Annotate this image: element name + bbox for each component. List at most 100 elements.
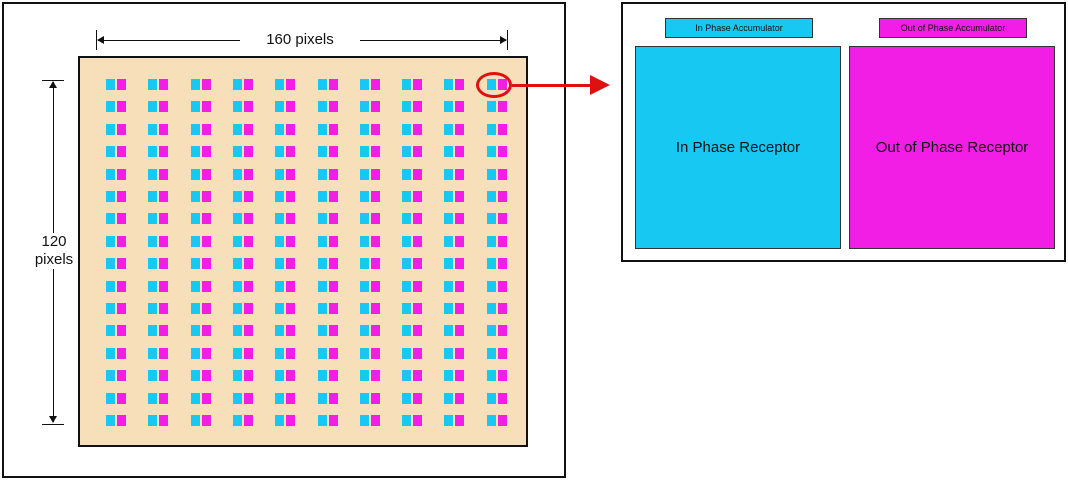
sensor-pixel (232, 123, 253, 135)
sensor-pixel (232, 347, 253, 359)
sensor-pixel (402, 258, 423, 270)
in-phase-receptor-cell (148, 213, 158, 225)
sensor-pixel (359, 280, 380, 292)
out-of-phase-receptor-cell (201, 415, 211, 426)
sensor-pixel (444, 370, 465, 382)
in-phase-receptor-cell (190, 303, 200, 314)
out-of-phase-receptor-cell (243, 370, 253, 382)
sensor-pixel (106, 191, 126, 202)
in-phase-receptor-cell (359, 370, 369, 382)
out-of-phase-receptor-cell (455, 123, 465, 135)
in-phase-receptor-cell (317, 258, 327, 270)
in-phase-receptor-cell (106, 213, 115, 225)
in-phase-receptor-cell (148, 191, 158, 202)
out-of-phase-receptor-cell (243, 325, 253, 337)
in-phase-receptor-cell (106, 258, 115, 270)
sensor-pixel (275, 370, 296, 382)
in-phase-receptor-cell (190, 370, 200, 382)
out-of-phase-receptor-cell (328, 325, 338, 337)
in-phase-receptor-cell (359, 347, 369, 359)
zoom-arrow-head (590, 75, 610, 95)
sensor-pixel (317, 325, 338, 337)
in-phase-receptor-cell (402, 415, 412, 426)
out-of-phase-receptor-cell (201, 191, 211, 202)
in-phase-receptor-cell (148, 123, 158, 135)
out-of-phase-receptor-cell (497, 191, 507, 202)
out-of-phase-receptor-cell (286, 213, 296, 225)
sensor-pixel (106, 303, 126, 314)
in-phase-receptor-cell (317, 415, 327, 426)
out-of-phase-receptor-cell (243, 303, 253, 314)
in-phase-receptor-cell (275, 191, 285, 202)
out-of-phase-receptor-cell (159, 392, 169, 404)
out-of-phase-receptor-cell (117, 303, 126, 314)
out-of-phase-receptor-cell (201, 280, 211, 292)
sensor-pixel (486, 303, 507, 314)
out-of-phase-receptor-cell (413, 347, 423, 359)
sensor-pixel (402, 191, 423, 202)
sensor-pixel (486, 213, 507, 225)
in-phase-accumulator-label: In Phase Accumulator (665, 18, 813, 38)
out-of-phase-receptor-cell (370, 101, 380, 113)
out-of-phase-receptor-cell (497, 123, 507, 135)
in-phase-receptor-cell (106, 392, 115, 404)
in-phase-receptor-cell (275, 370, 285, 382)
sensor-pixel (402, 370, 423, 382)
in-phase-receptor-cell (275, 392, 285, 404)
sensor-pixel (275, 325, 296, 337)
sensor-pixel (232, 303, 253, 314)
in-phase-receptor-cell (317, 191, 327, 202)
in-phase-receptor-cell (275, 347, 285, 359)
sensor-pixel (486, 168, 507, 180)
sensor-pixel (359, 79, 380, 90)
out-of-phase-receptor-cell (201, 370, 211, 382)
out-of-phase-receptor-cell (370, 415, 380, 426)
in-phase-receptor-cell (402, 191, 412, 202)
sensor-pixel (275, 168, 296, 180)
in-phase-receptor-cell (106, 303, 115, 314)
sensor-pixel (148, 146, 169, 158)
sensor-pixel (317, 303, 338, 314)
sensor-pixel (402, 168, 423, 180)
in-phase-receptor-cell (106, 235, 115, 247)
in-phase-receptor-cell (275, 168, 285, 180)
out-of-phase-receptor-cell (159, 415, 169, 426)
sensor-pixel (232, 370, 253, 382)
out-of-phase-receptor-cell (413, 392, 423, 404)
width-dimension-tick-left (96, 30, 97, 50)
sensor-pixel (359, 123, 380, 135)
in-phase-receptor-cell (444, 79, 454, 90)
in-phase-receptor-cell (148, 280, 158, 292)
out-of-phase-receptor-cell (413, 303, 423, 314)
in-phase-receptor-cell (444, 101, 454, 113)
in-phase-receptor-cell (190, 392, 200, 404)
in-phase-receptor-cell (486, 101, 496, 113)
sensor-pixel (402, 213, 423, 225)
out-of-phase-receptor-cell (497, 370, 507, 382)
in-phase-receptor-cell (402, 79, 412, 90)
in-phase-receptor-cell (232, 213, 242, 225)
sensor-pixel (444, 101, 465, 113)
out-of-phase-receptor-cell (370, 258, 380, 270)
sensor-pixel (486, 392, 507, 404)
sensor-pixel (402, 123, 423, 135)
in-phase-receptor-cell (148, 370, 158, 382)
out-of-phase-receptor-cell (159, 280, 169, 292)
in-phase-receptor-cell (106, 191, 115, 202)
out-of-phase-receptor-cell (159, 191, 169, 202)
sensor-pixel (190, 235, 211, 247)
in-phase-receptor-cell (317, 123, 327, 135)
sensor-pixel (106, 79, 126, 90)
sensor-pixel (359, 392, 380, 404)
sensor-pixel (190, 101, 211, 113)
in-phase-receptor-cell (232, 303, 242, 314)
sensor-pixel (317, 392, 338, 404)
sensor-pixel (486, 191, 507, 202)
in-phase-receptor-cell (275, 303, 285, 314)
out-of-phase-receptor-cell (117, 146, 126, 158)
in-phase-receptor-cell (275, 146, 285, 158)
sensor-pixel (148, 347, 169, 359)
sensor-pixel (148, 235, 169, 247)
out-of-phase-receptor: Out of Phase Receptor (849, 46, 1055, 249)
out-of-phase-receptor-cell (243, 347, 253, 359)
